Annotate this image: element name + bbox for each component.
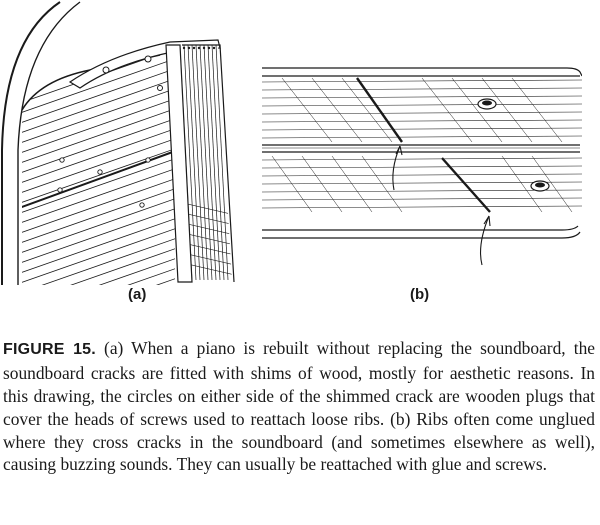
board-grain-upper [262, 79, 582, 139]
board-grain-lower [262, 157, 582, 209]
caption-text: (a) When a piano is rebuilt without repl… [3, 338, 595, 475]
bridge-pins [182, 46, 216, 50]
panel-a-drawing [0, 1, 235, 285]
panel-b-label: (b) [410, 286, 430, 303]
figure-illustration: (a) (b) [0, 1, 582, 303]
screw-plugs [57, 157, 151, 208]
soundboard-grain [22, 55, 175, 285]
panel-b-drawing [262, 67, 582, 266]
board-hatch-upper [281, 77, 563, 143]
figure-caption: FIGURE 15. (a) When a piano is rebuilt w… [3, 337, 595, 476]
figure-number: FIGURE 15. [3, 341, 96, 359]
panel-a-label: (a) [128, 286, 147, 303]
board-hatch-lower [271, 155, 573, 213]
